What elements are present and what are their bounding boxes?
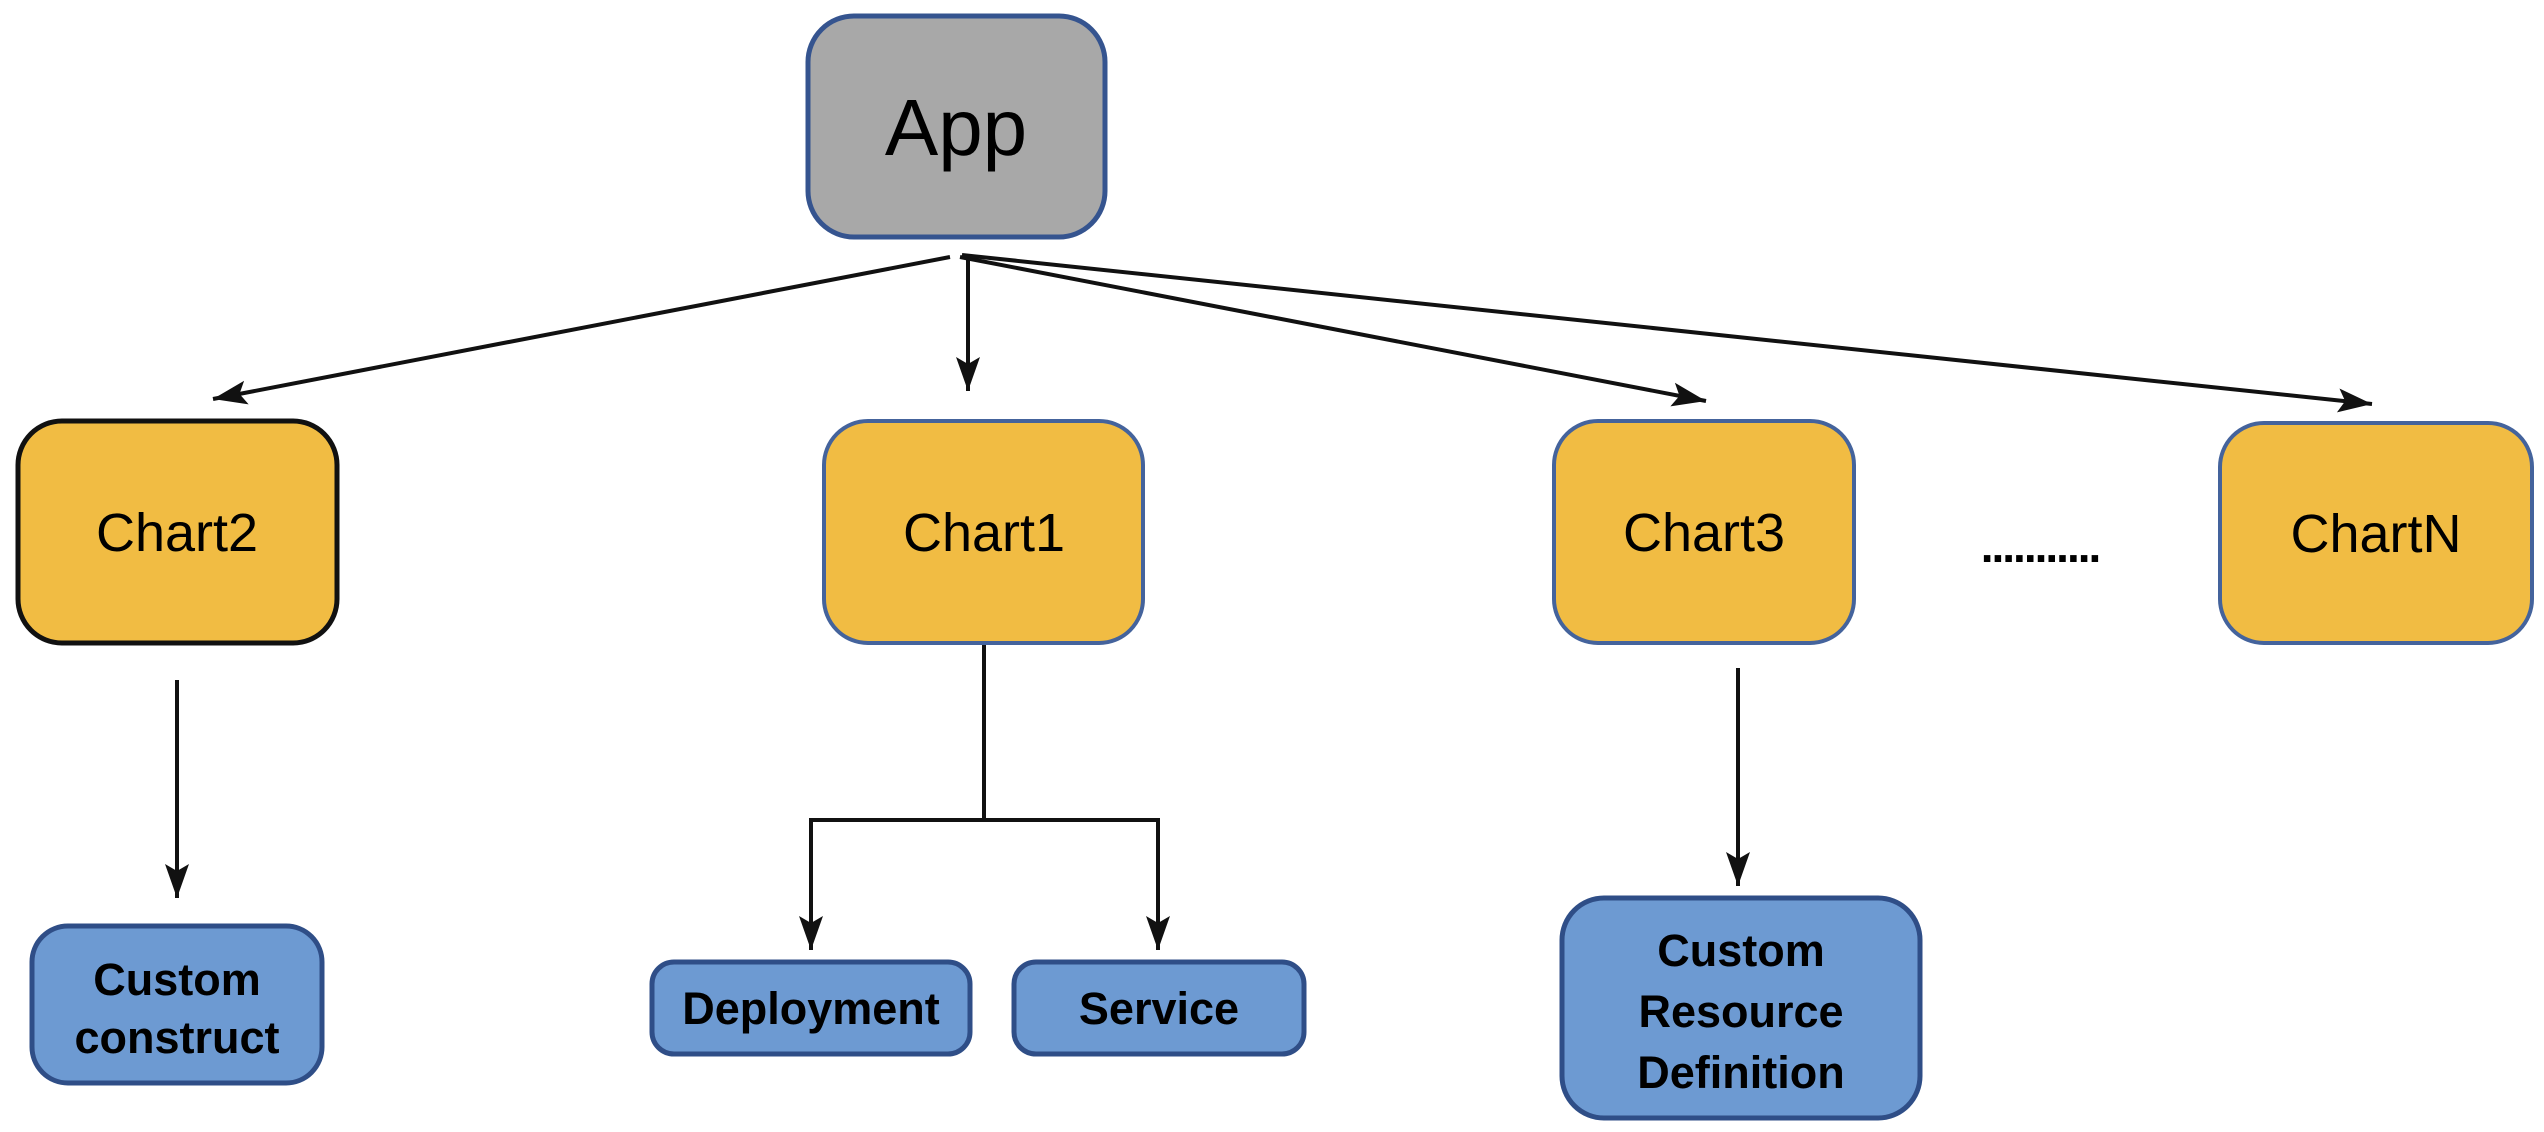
node-chart2-label: Chart2 [96, 503, 258, 563]
node-app [805, 13, 1108, 240]
node-deployment [649, 959, 973, 1057]
node-chart1 [822, 419, 1145, 645]
node-crd-line1: Custom [1657, 925, 1825, 976]
node-chart1-label: Chart1 [903, 503, 1065, 563]
ellipsis-dots: ........... [1981, 520, 2100, 572]
node-custom-construct-line1: Custom [93, 954, 261, 1005]
edge-app-chart2 [212, 255, 951, 405]
node-deployment-label: Deployment [682, 983, 940, 1034]
node-chart3-label: Chart3 [1623, 503, 1785, 563]
edge-chart1-split [811, 644, 1158, 822]
node-service-label: Service [1079, 983, 1239, 1034]
edge-app-chart3 [959, 255, 1707, 407]
node-chart3 [1552, 419, 1856, 645]
node-custom-construct-line2: construct [74, 1012, 279, 1063]
node-app-label: App [885, 83, 1027, 172]
edge-app-chartn [961, 253, 2373, 413]
edges [165, 253, 2373, 950]
node-chartn [2218, 421, 2534, 645]
node-crd [1559, 895, 1923, 1121]
node-crd-line3: Definition [1637, 1047, 1844, 1098]
node-crd-line2: Resource [1638, 986, 1843, 1037]
nodes: App Chart2 Chart1 Chart3 ........... Cha… [15, 13, 2534, 1121]
node-chart2 [15, 418, 340, 646]
node-service [1011, 959, 1307, 1057]
node-chartn-label: ChartN [2290, 504, 2461, 564]
node-custom-construct [29, 923, 325, 1086]
